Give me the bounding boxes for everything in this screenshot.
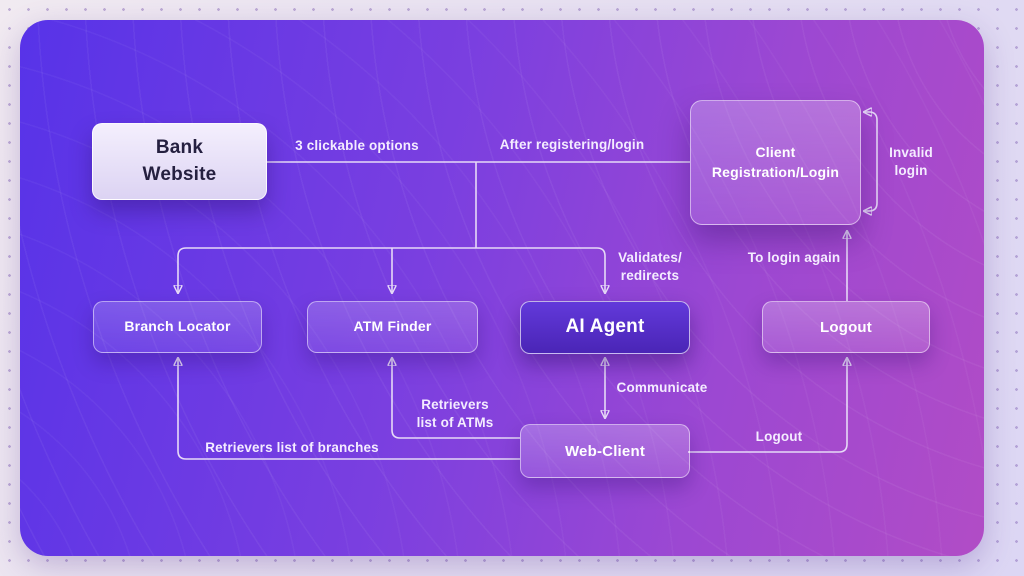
- edge-label-invalid-login-line1: Invalid: [889, 144, 933, 160]
- edge-label-communicate: Communicate: [616, 379, 708, 395]
- node-atm-finder: ATM Finder: [307, 301, 478, 353]
- node-logout-label: Logout: [819, 318, 872, 336]
- node-bank-website: Bank Website: [92, 123, 267, 200]
- edge-label-retrievers-atms: Retrievers list of ATMs: [417, 396, 494, 432]
- node-web-client: Web-Client: [520, 424, 690, 478]
- node-bank-website-line2: Website: [142, 163, 217, 185]
- edge-label-retrievers-atms-line1: Retrievers: [421, 396, 489, 412]
- edge-label-retrievers-branches: Retrievers list of branches: [205, 439, 379, 455]
- node-ai-agent-label: AI Agent: [565, 316, 645, 338]
- node-logout: Logout: [762, 301, 930, 353]
- edge-label-three-options: 3 clickable options: [295, 137, 419, 153]
- edge-label-validates-redirects: Validates/ redirects: [618, 249, 682, 285]
- node-client-registration: Client Registration/Login: [690, 100, 861, 225]
- node-client-registration-line2: Registration/Login: [711, 163, 840, 180]
- node-atm-finder-label: ATM Finder: [353, 318, 432, 335]
- edge-label-validates-line1: Validates/: [618, 249, 682, 265]
- edge-label-after-register: After registering/login: [499, 136, 645, 152]
- node-branch-locator-label: Branch Locator: [124, 318, 231, 335]
- edge-label-validates-line2: redirects: [620, 268, 680, 283]
- edge-label-logout: Logout: [755, 428, 803, 444]
- node-web-client-label: Web-Client: [564, 442, 646, 460]
- edge-label-invalid-login-line2: login: [894, 163, 928, 178]
- edge-label-to-login-again: To login again: [747, 249, 841, 265]
- edge-label-invalid-login: Invalid login: [889, 144, 933, 180]
- edge-label-retrievers-atms-line2: list of ATMs: [416, 415, 494, 430]
- node-client-registration-line1: Client: [755, 143, 796, 160]
- node-branch-locator: Branch Locator: [93, 301, 262, 353]
- node-bank-website-line1: Bank: [155, 136, 204, 158]
- node-ai-agent: AI Agent: [520, 301, 690, 354]
